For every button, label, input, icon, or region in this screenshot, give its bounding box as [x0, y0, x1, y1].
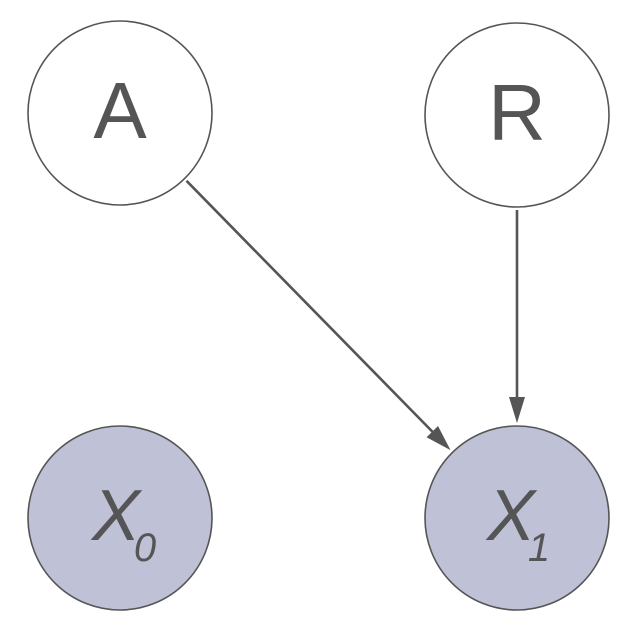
node-x1-circle — [424, 425, 610, 611]
node-a-circle — [27, 20, 213, 206]
node-x0: X 0 — [27, 425, 213, 611]
arrowhead-a-to-x1 — [426, 425, 451, 451]
node-x0-label: X — [90, 476, 143, 556]
edges-group — [185, 179, 525, 451]
node-r-label: R — [488, 68, 546, 157]
node-a: A — [27, 20, 213, 206]
edge-a-to-x1 — [185, 179, 435, 434]
node-a-label: A — [93, 66, 147, 155]
node-x1-label: X — [485, 476, 538, 556]
node-r: R — [424, 22, 610, 208]
node-x1-subscript: 1 — [528, 526, 550, 570]
node-x1: X 1 — [424, 425, 610, 611]
arrowhead-r-to-x1 — [509, 397, 525, 423]
node-r-circle — [424, 22, 610, 208]
node-x0-circle — [27, 425, 213, 611]
node-x0-subscript: 0 — [134, 526, 156, 570]
